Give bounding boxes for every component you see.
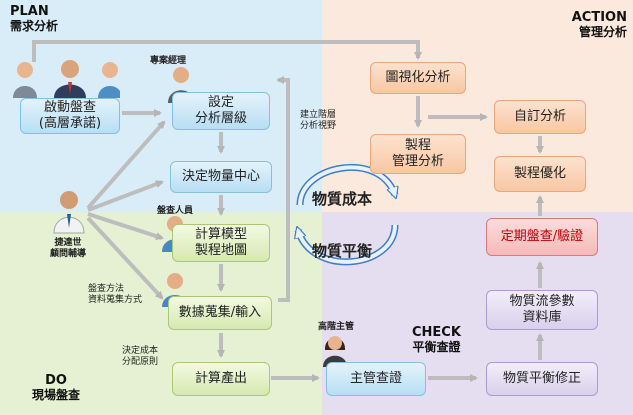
supervisor-verify-box[interactable]: 主管查證 <box>326 362 426 396</box>
set-levels-box[interactable]: 設定 分析層級 <box>172 92 270 130</box>
decide-centers-box[interactable]: 決定物量中心 <box>170 161 272 193</box>
kickoff-box[interactable]: 啟動盤查 (高層承諾) <box>20 98 120 134</box>
auditor-label: 盤查人員 <box>157 206 194 216</box>
arrow-plan-to-graph <box>32 40 422 62</box>
data-collect-box[interactable]: 數據蒐集/輸入 <box>168 296 272 330</box>
process-optimize-box[interactable]: 製程優化 <box>494 156 586 192</box>
senior-manager-label: 高階主管 <box>318 322 355 332</box>
mass-balance-fix-box[interactable]: 物質平衡修正 <box>486 362 598 396</box>
material-cost-label: 物質成本 <box>312 190 373 208</box>
process-analysis-box[interactable]: 製程 管理分析 <box>370 134 466 174</box>
consultant-label: 捷達世 顧問輔導 <box>50 238 87 259</box>
mfca-database-box[interactable]: 物質流參數 資料庫 <box>486 290 598 330</box>
material-balance-label: 物質平衡 <box>312 242 373 260</box>
cost-rule-note: 決定成本 分配原則 <box>122 346 159 367</box>
action-title: ACTION 管理分析 <box>571 10 627 39</box>
method-note: 盤查方法 資料蒐集方式 <box>88 284 143 305</box>
calc-model-box[interactable]: 計算模型 製程地圖 <box>172 224 270 262</box>
consultant-icon <box>53 191 85 234</box>
calc-output-box[interactable]: 計算產出 <box>172 362 270 396</box>
businessman-icon <box>13 60 120 98</box>
check-title: CHECK 平衡查證 <box>412 325 461 354</box>
do-title: DO 現場盤查 <box>32 373 81 402</box>
custom-analysis-box[interactable]: 自訂分析 <box>494 100 586 134</box>
periodic-audit-box[interactable]: 定期盤查/驗證 <box>486 218 598 256</box>
hierarchy-view-note: 建立階層 分析視野 <box>300 110 337 131</box>
project-manager-label: 專案經理 <box>150 56 187 66</box>
plan-title: PLAN 需求分析 <box>10 4 59 33</box>
graph-analysis-box[interactable]: 圖視化分析 <box>370 62 466 94</box>
